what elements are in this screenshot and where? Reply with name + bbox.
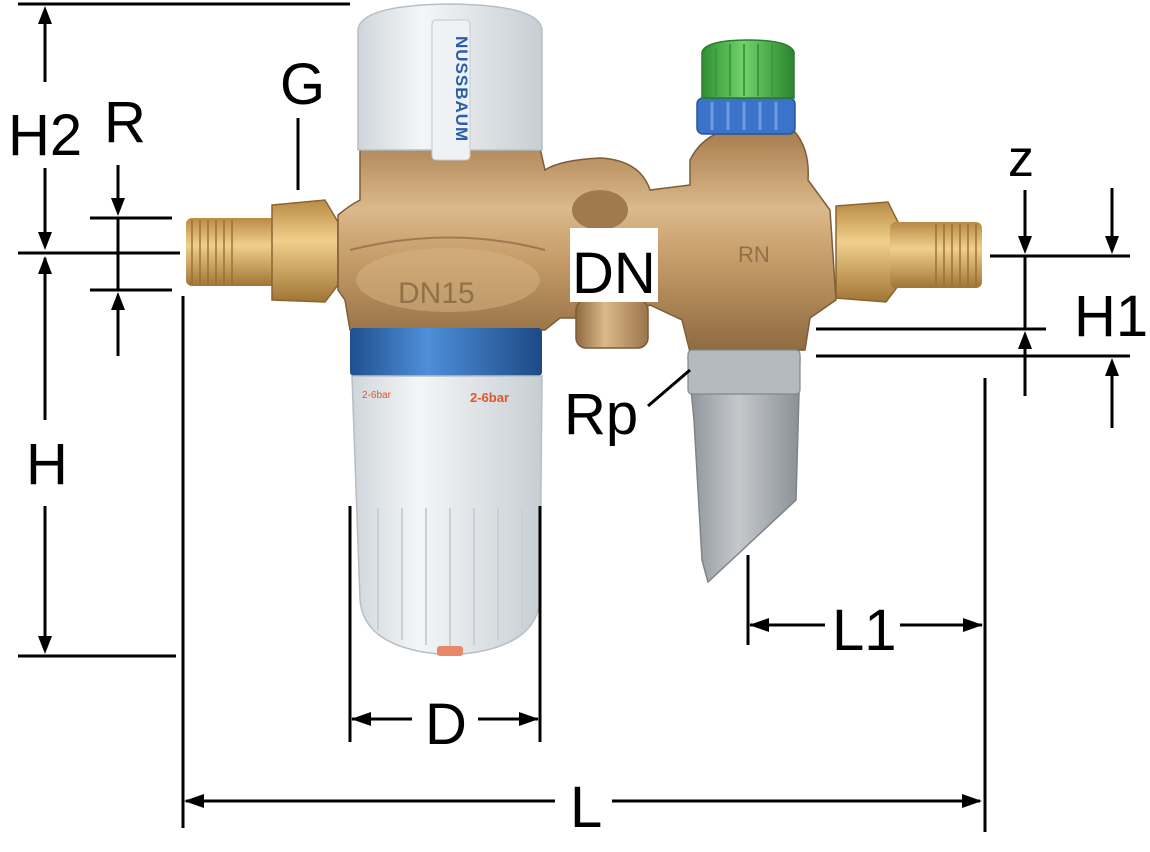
label-r: R [104, 90, 146, 155]
label-dn-background [570, 228, 658, 302]
drain-plug [575, 299, 649, 349]
filter-valve-illustration: NUSSBAUM 2-6bar 2-6bar DN15 RN [186, 3, 982, 656]
label-z: z [1008, 130, 1034, 188]
label-l: L [570, 775, 602, 840]
left-union-nut [271, 199, 339, 303]
left-threaded-connector [186, 218, 286, 286]
label-l1: L1 [832, 598, 897, 663]
brand-logo: NUSSBAUM [452, 36, 471, 142]
label-dn: DN [572, 241, 656, 306]
label-rp: Rp [564, 382, 638, 447]
right-union-nut [835, 201, 899, 303]
dimension-lines [18, 2, 1130, 832]
pressure-mark-right: 2-6bar [470, 390, 509, 405]
label-h: H [26, 432, 68, 497]
label-h2: H2 [8, 103, 82, 168]
filter-bowl [351, 375, 543, 656]
label-g: G [280, 52, 325, 117]
label-d: D [425, 692, 467, 757]
dimension-labels: H2 R G H DN Rp D L L1 z H1 [8, 52, 1148, 840]
valve-marking: RN [738, 242, 770, 267]
body-marking: DN15 [398, 277, 475, 310]
pressure-mark-left: 2-6bar [362, 390, 392, 401]
right-threaded-connector [890, 222, 982, 288]
label-h1: H1 [1074, 284, 1148, 349]
blue-ring [350, 328, 542, 376]
